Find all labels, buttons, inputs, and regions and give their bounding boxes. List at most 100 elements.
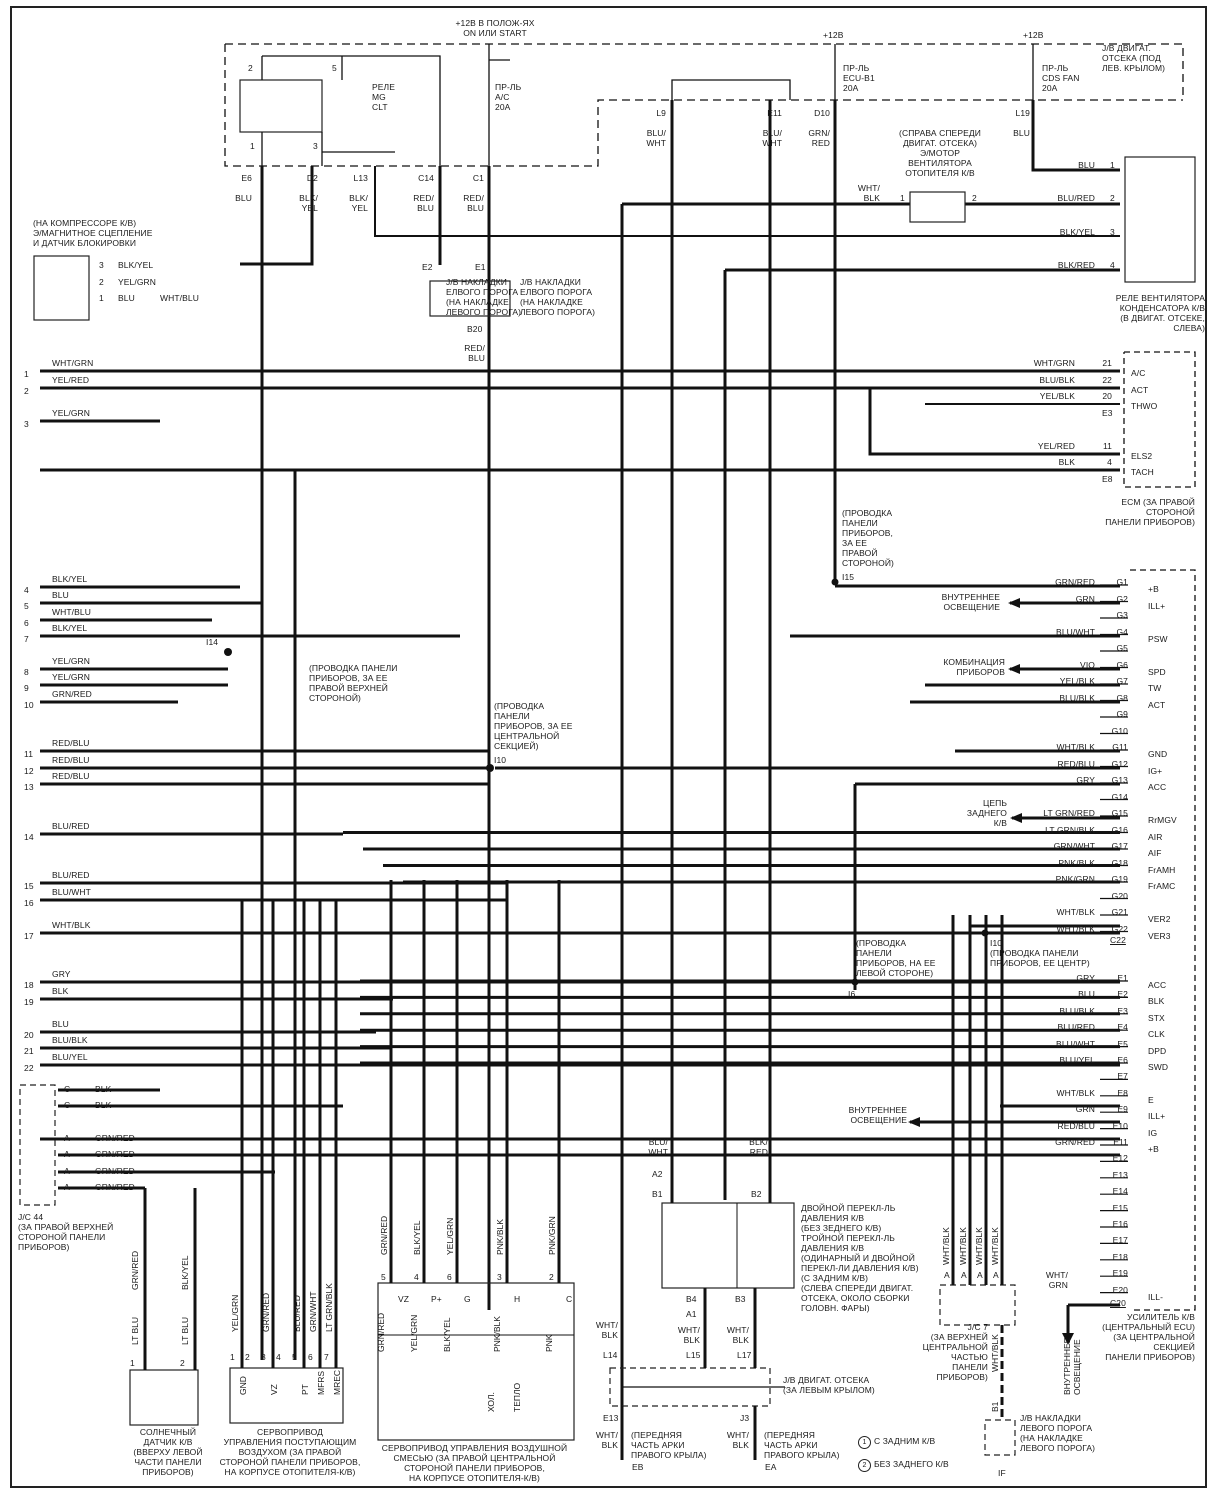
interior-light-arrow-3: ВНУТРЕННЕЕ ОСВЕЩЕНИЕ [1062, 1337, 1082, 1395]
amp-g-wire-color: RED/BLU [1057, 758, 1095, 769]
splice-i14 [224, 648, 232, 656]
inlet-servo-pin: 6 [308, 1352, 313, 1362]
compressor-pin-1: 1 [99, 293, 104, 303]
psw-out-color-2: WHT/ BLK [677, 1325, 700, 1345]
interior-light-arrow-1: ВНУТРЕННЕЕ ОСВЕЩЕНИЕ [941, 592, 1000, 612]
amp-g-wire-color: GRN/WHT [1053, 841, 1095, 851]
amp-e20-color: WHT/ GRN [1045, 1270, 1068, 1290]
left-wire-color: RED/BLU [52, 755, 90, 765]
amp-g-pin: G9 [1116, 709, 1128, 719]
jb-link [671, 79, 791, 100]
left-wire-number: 13 [24, 782, 34, 792]
left-sill-out-color: RED/ BLU [464, 343, 485, 363]
legend-num-1-icon: 1 [858, 1436, 871, 1449]
terminal-D10: D10 [814, 108, 830, 118]
legend-text-1: С ЗАДНИМ К/В [874, 1436, 936, 1446]
amp-g-pin: G17 [1111, 841, 1128, 851]
amp-g-pin: G12 [1111, 758, 1128, 769]
solar-wire-1-outer: GRN/RED [130, 1250, 140, 1290]
amp-g-pin: G13 [1111, 775, 1128, 785]
amp-g-pin: G4 [1116, 626, 1128, 637]
mix-servo-pin: 4 [414, 1272, 419, 1282]
bplus-label-1: +12В [823, 30, 844, 40]
amp-e-pin: E8 [1117, 1087, 1128, 1098]
terminal-C14: C14 [418, 173, 434, 183]
left-wire-number: 8 [24, 667, 29, 677]
amp-e-function: E [1148, 1094, 1154, 1105]
amp-g-function: ACC [1148, 782, 1167, 792]
left-sill-jb-label: J/B НАКЛАДКИ ЕЛВОГО ПОРОГА (НА НАКЛАДКЕ … [446, 277, 522, 317]
ejb-pin-E13: E13 [603, 1413, 619, 1423]
amp-g-pin: G18 [1111, 857, 1128, 868]
wire-color-D2: BLK/ YEL [299, 193, 318, 213]
left-wire-number: 17 [24, 931, 34, 941]
psw-pin-B3: B3 [735, 1294, 746, 1304]
splice-i10-id: I10 [494, 755, 507, 765]
left-wire-color: WHT/GRN [52, 358, 94, 368]
amp-g-wire-color: VIO [1080, 659, 1095, 670]
terminal-D2: D2 [306, 173, 318, 183]
mix-servo-inner-color: PNK/BLK [492, 1316, 502, 1352]
wire-color-L13: BLK/ YEL [349, 193, 368, 213]
amp-g-pin: G8 [1116, 692, 1128, 703]
mix-servo-pin: 6 [447, 1272, 452, 1282]
amp-e-pin: E6 [1117, 1055, 1128, 1065]
inlet-servo-pin: 5 [292, 1352, 297, 1362]
ecm-conn-E3: E3 [1102, 408, 1113, 418]
solar-pin-1: 1 [130, 1358, 135, 1368]
amp-e-wire-color: BLU/RED [1057, 1022, 1095, 1033]
wire-D2-BLK-YEL [240, 166, 314, 266]
arrow-rear-ac [1010, 813, 1022, 823]
amp-e-function: BLK [1148, 996, 1165, 1007]
mg-clt-relay-box [239, 79, 323, 133]
amp-g-function: FrAMH [1148, 864, 1176, 875]
ejb-pin-L17: L17 [737, 1350, 752, 1360]
left-wire-number: 21 [24, 1046, 34, 1056]
ground-IF-id: IF [998, 1468, 1006, 1478]
compressor-wire-1: BLU [118, 293, 135, 303]
amp-g-pin: G2 [1116, 593, 1128, 604]
arrow-interior-light-2 [908, 1117, 920, 1127]
engine-jb-left-box [609, 1367, 771, 1407]
solar-sensor-box [129, 1369, 199, 1426]
left-wire-color: BLU/RED [52, 870, 90, 880]
ecm-pin-function: THWO [1131, 401, 1158, 411]
terminal-E6: E6 [241, 173, 252, 183]
wire-color-L9: BLU/ WHT [646, 128, 666, 148]
terminal-L9: L9 [656, 108, 666, 118]
relay-pin-3: 3 [313, 141, 318, 151]
psw-pin-A1: A1 [686, 1309, 697, 1319]
legend-num-2-icon: 2 [858, 1459, 871, 1472]
mix-servo-wire-color: BLK/YEL [412, 1220, 422, 1256]
left-wire-number: 2 [24, 386, 29, 396]
cfr-pin-4: 4 [1110, 260, 1115, 270]
left-wire-number: 10 [24, 700, 34, 710]
cfr-wire-3: BLK/YEL [1059, 227, 1095, 237]
psw-in-right: BLK/ RED [749, 1137, 768, 1157]
jc44-pin: A [64, 1182, 70, 1192]
ecm-pin-function: TACH [1131, 467, 1154, 477]
ejb-ground-color-1: WHT/ BLK [595, 1430, 618, 1450]
amp-g-pin: G5 [1116, 643, 1128, 653]
ign-supply-label: +12В В ПОЛОЖ-ЯХ ON ИЛИ START [455, 18, 535, 38]
amp-g-wire-color: LT GRN/RED [1043, 808, 1095, 818]
amp-g-function: ACT [1148, 699, 1166, 710]
amp-g-pin: G15 [1111, 808, 1128, 818]
left-wire-number: 12 [24, 766, 34, 776]
amp-e-pin: E16 [1112, 1219, 1128, 1229]
solar-wire-2-inner: LT BLU [180, 1316, 190, 1345]
amp-conn-C22: C22 [1110, 935, 1126, 945]
jc7-wire-color: WHT/BLK [958, 1227, 968, 1265]
amp-g-pin: G20 [1111, 890, 1128, 901]
ecm-pin-number: 22 [1102, 375, 1112, 385]
inlet-servo-wire-color: GRN/WHT [308, 1291, 318, 1332]
amp-e-pin: E2 [1117, 989, 1128, 1000]
mix-servo-function: H [514, 1294, 521, 1304]
jc7-pin: A [993, 1270, 999, 1280]
amp-g-wire-color: PNK/GRN [1055, 874, 1095, 884]
amp-e-function: ILL- [1148, 1291, 1164, 1302]
amp-e-pin: E19 [1112, 1268, 1128, 1279]
amp-e-pin: E14 [1112, 1186, 1128, 1197]
left-wire-number: 4 [24, 585, 29, 595]
amp-e-function: CLK [1148, 1029, 1165, 1040]
